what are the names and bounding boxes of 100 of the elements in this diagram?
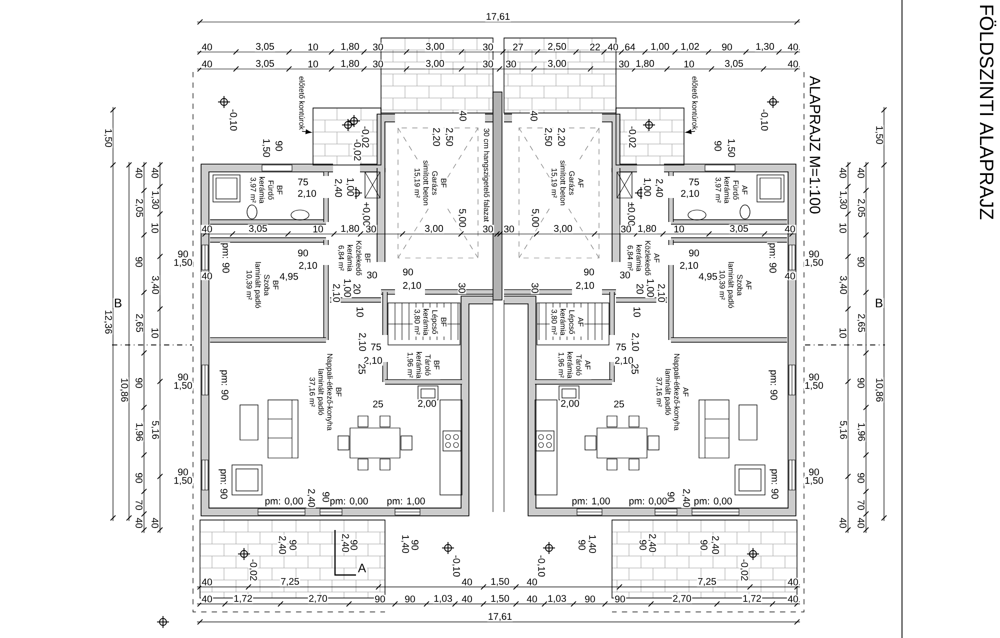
dimension-label: 40 <box>200 594 214 604</box>
dimension-label: 1,50 <box>261 138 271 158</box>
dimension-label: 25 <box>372 400 384 408</box>
dimension-label: 90 <box>176 372 190 382</box>
dimension-label: 25 <box>630 362 640 376</box>
dimension-label: 2,10 <box>298 261 318 271</box>
dimension-label: 90 <box>614 594 626 604</box>
dimension-label: 2,70 <box>672 594 692 604</box>
dimension-label: 2,10 <box>630 332 640 352</box>
dimension-label: 30 <box>618 270 632 280</box>
dimension-label: 2,40 <box>333 178 343 198</box>
dimension-label: 90 <box>700 538 708 552</box>
dimension-label: 17,61 <box>487 612 513 622</box>
dimension-label: 40 <box>784 272 796 280</box>
dimension-label: 2,40 <box>710 534 720 556</box>
dimension-label: 40 <box>786 594 800 604</box>
level-label: -0,02 <box>627 125 637 149</box>
dimension-label: 3,00 <box>424 42 446 52</box>
dimension-label: 2,10 <box>680 189 700 199</box>
dimension-label: 1,80 <box>636 224 658 234</box>
dimension-label: 40 <box>460 578 474 586</box>
sill-label: pm: 90 <box>768 468 780 500</box>
dimension-label: 10 <box>838 222 848 234</box>
dimension-label: 22 <box>588 42 602 52</box>
dimension-label: 40 <box>786 42 800 52</box>
dimension-label: 10 <box>306 42 320 52</box>
dimension-label: 90 <box>134 256 144 268</box>
dimension-label: 20 <box>636 282 644 296</box>
dimension-label: 90 <box>638 538 648 552</box>
dimension-label: 1,50 <box>172 258 194 268</box>
dimension-label: 10,86 <box>874 377 884 403</box>
dimension-label: 90 <box>288 538 298 552</box>
level-label: -0,10 <box>451 554 461 578</box>
dimension-label: 2,65 <box>856 312 866 334</box>
level-label: -0,02 <box>360 125 370 149</box>
level-label: -0,02 <box>352 138 362 162</box>
dimension-label: 30 <box>482 60 494 68</box>
dimension-label: 10 <box>672 224 686 234</box>
dimension-label: 1,00 <box>645 278 655 298</box>
dimension-label: 90 <box>322 490 330 504</box>
dimension-label: 90 <box>296 248 310 258</box>
dimension-label: 4,95 <box>278 272 300 282</box>
dimension-label: 3,00 <box>424 59 446 69</box>
dimension-label: 2,05 <box>134 198 144 218</box>
dimension-label: 1,40 <box>400 534 410 554</box>
dimension-label: 2,65 <box>134 312 144 334</box>
dimension-label: 90 <box>808 468 820 476</box>
dimension-label: 1,30 <box>754 42 776 52</box>
dimension-label: 7,25 <box>280 577 300 587</box>
dimension-label: 3,00 <box>424 224 444 234</box>
dimension-label: 4,95 <box>698 272 718 282</box>
dimension-label: 1,00 <box>642 176 652 198</box>
dimension-label: 1,00 <box>345 176 355 198</box>
dimension-label: 1,80 <box>340 42 360 52</box>
dimension-label: 90 <box>582 268 596 276</box>
dimension-label: 40 <box>150 516 160 530</box>
dimension-label: 30 <box>502 224 516 234</box>
dimension-label: 1,50 <box>490 577 510 587</box>
dimension-label: 90 <box>402 268 414 276</box>
dimension-label: 40 <box>606 42 620 52</box>
dimension-label: 2,00 <box>560 399 580 409</box>
drawing-title: FÖLDSZINTI ALAPRAJZ <box>980 6 996 220</box>
dimension-label: 2,05 <box>856 198 866 218</box>
sill-label: pm: 90 <box>218 468 228 500</box>
sill-label: pm: 90 <box>768 369 778 401</box>
dimension-label: 2,00 <box>416 399 438 409</box>
dimension-label: 40 <box>150 166 160 180</box>
dimension-label: 2,10 <box>362 356 384 366</box>
dimension-label: 1,40 <box>587 534 597 554</box>
dimension-label: 70 <box>134 498 144 512</box>
dimension-label: 90 <box>856 256 866 268</box>
dimension-label: 40 <box>200 60 214 68</box>
dimension-label: 1,96 <box>856 422 866 442</box>
dimension-label: 40 <box>786 60 800 68</box>
dimension-label: 40 <box>856 516 866 530</box>
dimension-label: 1,96 <box>134 422 144 442</box>
dimension-label: 90 <box>578 538 586 552</box>
dimension-label: 90 <box>176 468 190 476</box>
dimension-label: 90 <box>808 372 820 382</box>
dimension-label: 12,36 <box>103 309 113 335</box>
sill-label: pm: 1,00 <box>571 496 611 508</box>
dimension-label: 75 <box>688 178 700 186</box>
dimension-label: 40 <box>838 516 848 530</box>
dimension-label: 30 <box>364 224 378 234</box>
dimension-label: 90 <box>404 594 416 604</box>
dimension-label: 40 <box>134 516 144 530</box>
dimension-label: 3,05 <box>724 59 744 69</box>
dimension-label: 40 <box>200 42 214 52</box>
dimension-label: 40 <box>526 578 538 586</box>
dimension-label: 75 <box>370 342 382 352</box>
dimension-label: 40 <box>134 166 144 180</box>
dimension-label: 90 <box>856 376 866 390</box>
dimension-label: 30 <box>482 42 494 52</box>
dimension-label: 3,40 <box>838 274 848 296</box>
dimension-label: 10 <box>838 326 848 340</box>
dimension-label: 10 <box>682 60 696 68</box>
dimension-label: 2,10 <box>331 282 341 304</box>
level-label: -0,02 <box>248 558 258 582</box>
dimension-label: 75 <box>296 178 310 186</box>
dimension-label: 1,50 <box>172 476 194 486</box>
